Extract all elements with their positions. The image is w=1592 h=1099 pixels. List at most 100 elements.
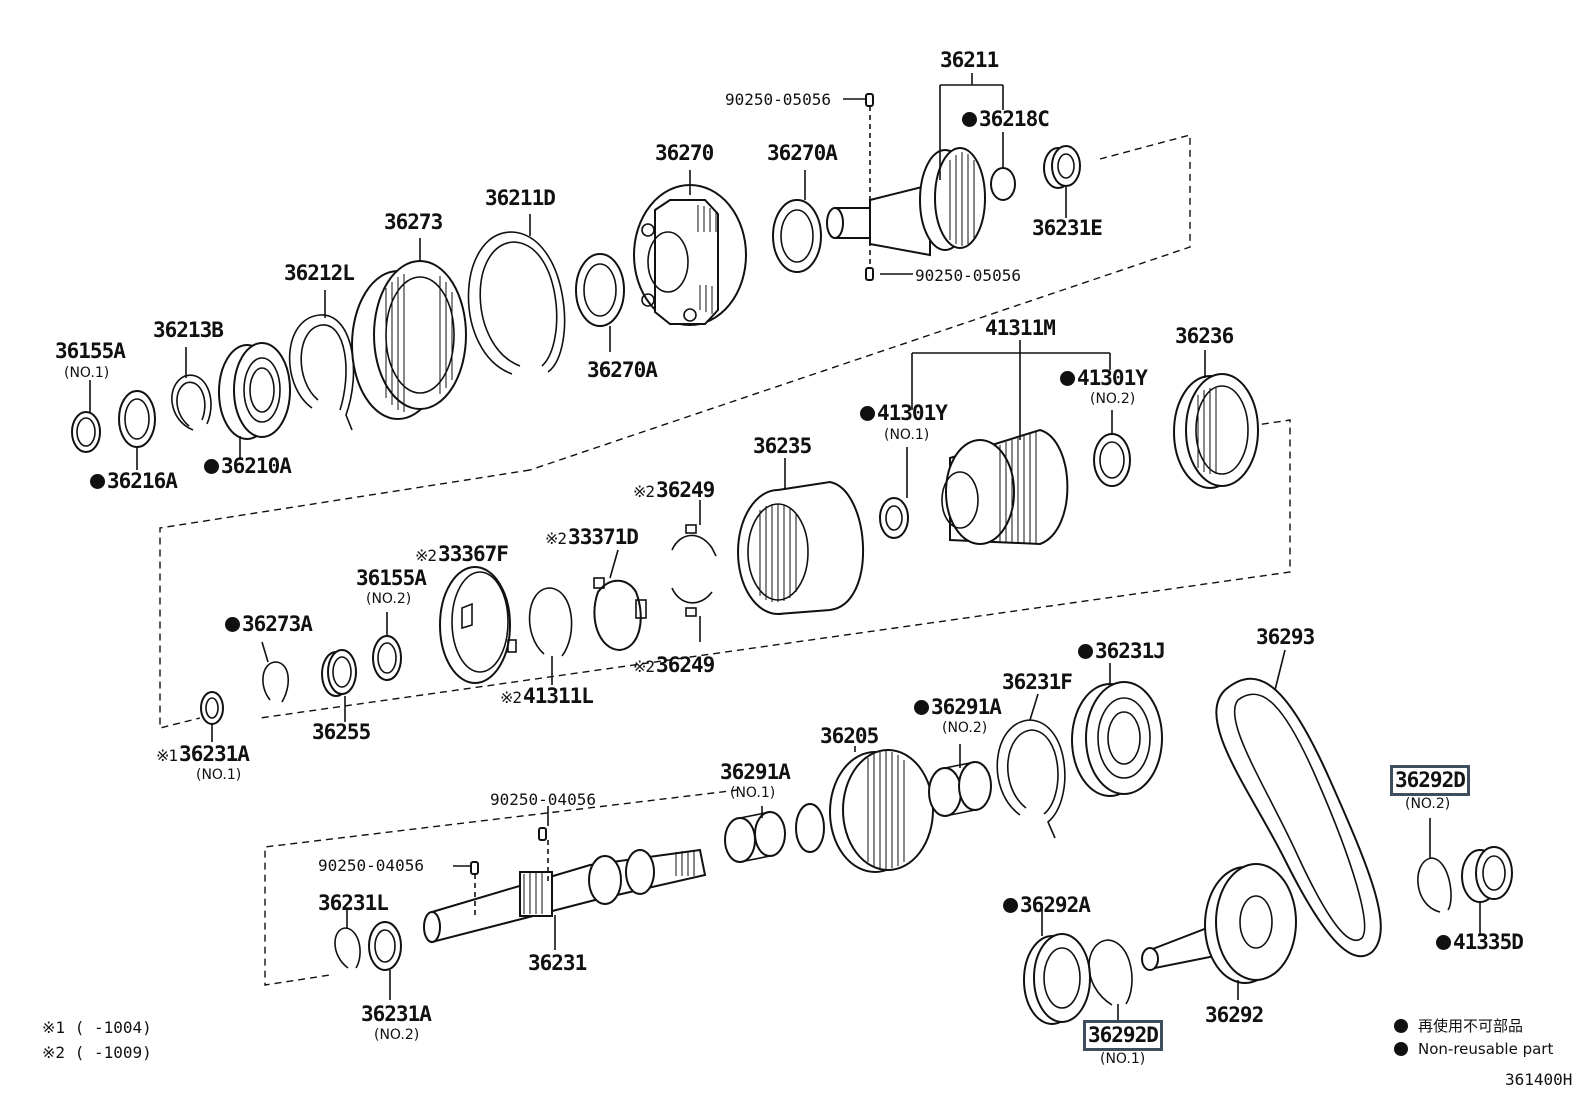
label-90250-05056-lower[interactable]: 90250-05056 (915, 266, 1021, 285)
label-36231E[interactable]: 36231E (1032, 216, 1103, 240)
label-36273[interactable]: 36273 (384, 210, 443, 234)
part-36273-ring-gear (351, 260, 467, 420)
label-36292D-no1-highlighted[interactable]: 36292D (1083, 1020, 1163, 1051)
label-36205[interactable]: 36205 (820, 724, 879, 748)
legend-dot-icon (1394, 1042, 1408, 1056)
part-33371D-retainer (593, 577, 647, 652)
part-36211-sun-gear-shaft (826, 147, 986, 257)
label-90250-04056-b[interactable]: 90250-04056 (318, 856, 424, 875)
label-41301Y-no1[interactable]: 41301Y (860, 403, 948, 424)
part-36270A-upper-thrust-washer (772, 199, 822, 273)
non-reusable-dot-icon (1078, 644, 1093, 659)
label-36270A-upper[interactable]: 36270A (767, 141, 838, 165)
label-90250-04056-a[interactable]: 90250-04056 (490, 790, 596, 809)
label-36155A-no1[interactable]: 36155A (55, 339, 126, 363)
part-41335D-needle-bearing (1461, 846, 1513, 903)
assembly-outline-middle (259, 419, 1291, 719)
non-reusable-dot-icon (1060, 371, 1075, 386)
part-36291A-no1-needle-bearing (724, 811, 786, 863)
label-36292D-no2-suffix: (NO.2) (1405, 796, 1451, 812)
label-36249-lower[interactable]: ※236249 (633, 653, 715, 677)
label-36291A-no2[interactable]: 36291A (914, 697, 1002, 718)
label-36292D-no1-suffix: (NO.1) (1100, 1051, 1146, 1067)
part-36231F-snap-ring (996, 719, 1066, 839)
non-reusable-dot-icon (1003, 898, 1018, 913)
label-36231A-no1-suffix: (NO.1) (196, 767, 242, 783)
non-reusable-dot-icon (914, 700, 929, 715)
legend-non-reusable-jp: 再使用不可部品 (1394, 1015, 1523, 1036)
label-41301Y-no2[interactable]: 41301Y (1060, 368, 1148, 389)
part-36218C-plug (990, 167, 1016, 201)
label-41311L[interactable]: ※241311L (500, 684, 594, 708)
part-36270-planetary-carrier (633, 184, 747, 326)
part-36270A-lower-thrust-washer (575, 253, 625, 327)
part-36292-driven-sprocket (1141, 863, 1297, 984)
label-33367F[interactable]: ※233367F (415, 542, 509, 566)
label-36231[interactable]: 36231 (528, 951, 587, 975)
label-36212L[interactable]: 36212L (284, 261, 355, 285)
part-36291A-no2-needle-bearing (928, 761, 992, 817)
part-36213B-snap-ring (171, 374, 212, 431)
legend-dot-icon (1394, 1019, 1408, 1033)
label-33371D[interactable]: ※233371D (545, 525, 639, 549)
part-36249-upper-thrust-washer (671, 524, 717, 557)
part-36235-clutch-sleeve (737, 480, 865, 615)
label-36291A-no2-suffix: (NO.2) (942, 720, 988, 736)
part-36231L-snap-ring (334, 927, 361, 969)
label-36231A-no2-suffix: (NO.2) (374, 1027, 420, 1043)
label-41301Y-no1-suffix: (NO.1) (884, 427, 930, 443)
label-36249-upper[interactable]: ※236249 (633, 478, 715, 502)
part-36231E-needle-bearing (1043, 145, 1081, 189)
leader-lines (89, 73, 1481, 1022)
part-36205-drive-sprocket (795, 749, 934, 873)
label-36155A-no2[interactable]: 36155A (356, 566, 427, 590)
non-reusable-dot-icon (90, 474, 105, 489)
label-36293[interactable]: 36293 (1256, 625, 1315, 649)
label-41301Y-no2-suffix: (NO.2) (1090, 391, 1136, 407)
footnote-1: ※1 ( -1004) (42, 1018, 152, 1037)
part-41311L-snap-ring (528, 587, 573, 657)
part-36231J-bearing (1071, 681, 1163, 797)
part-36273A-snap-ring (262, 661, 289, 703)
label-36216A[interactable]: 36216A (90, 471, 178, 492)
non-reusable-dot-icon (860, 406, 875, 421)
label-36231A-no1[interactable]: ※136231A (156, 742, 250, 766)
label-36292[interactable]: 36292 (1205, 1003, 1264, 1027)
assembly-outline-upper (529, 134, 1191, 471)
non-reusable-dot-icon (1436, 935, 1451, 950)
part-36249-lower-thrust-washer (671, 587, 713, 617)
part-90250-05056-pin-lower (865, 267, 874, 281)
label-36231A-no2[interactable]: 36231A (361, 1002, 432, 1026)
label-36231L[interactable]: 36231L (318, 891, 389, 915)
label-36210A[interactable]: 36210A (204, 456, 292, 477)
label-41335D[interactable]: 41335D (1436, 932, 1524, 953)
part-41301Y-no2-bearing (1093, 433, 1131, 487)
part-41311M-differential-case (941, 428, 1069, 546)
label-36235[interactable]: 36235 (753, 434, 812, 458)
label-36218C[interactable]: 36218C (962, 109, 1050, 130)
label-36211D[interactable]: 36211D (485, 186, 556, 210)
label-36270[interactable]: 36270 (655, 141, 714, 165)
label-36213B[interactable]: 36213B (153, 318, 224, 342)
label-36231F[interactable]: 36231F (1002, 670, 1073, 694)
label-36291A-no1[interactable]: 36291A (720, 760, 791, 784)
label-90250-05056-upper[interactable]: 90250-05056 (725, 90, 831, 109)
part-36292A-bearing (1023, 933, 1091, 1025)
label-36273A[interactable]: 36273A (225, 614, 313, 635)
label-36231J[interactable]: 36231J (1078, 641, 1166, 662)
label-36292A[interactable]: 36292A (1003, 895, 1091, 916)
part-36212L-snap-ring (288, 314, 355, 431)
label-36291A-no1-suffix: (NO.1) (730, 785, 776, 801)
non-reusable-dot-icon (204, 459, 219, 474)
diagram-code: 361400H (1505, 1070, 1573, 1089)
label-41311M[interactable]: 41311M (985, 316, 1056, 340)
label-36292D-no2-highlighted[interactable]: 36292D (1390, 765, 1470, 796)
label-36211[interactable]: 36211 (940, 48, 999, 72)
label-36236[interactable]: 36236 (1175, 324, 1234, 348)
part-36255-bushing (321, 649, 357, 697)
part-36292D-no1-snap-ring (1088, 939, 1133, 1006)
part-36231-main-shaft (423, 848, 707, 944)
part-90250-04056-pin-b (470, 861, 479, 875)
label-36255[interactable]: 36255 (312, 720, 371, 744)
label-36270A-lower[interactable]: 36270A (587, 358, 658, 382)
